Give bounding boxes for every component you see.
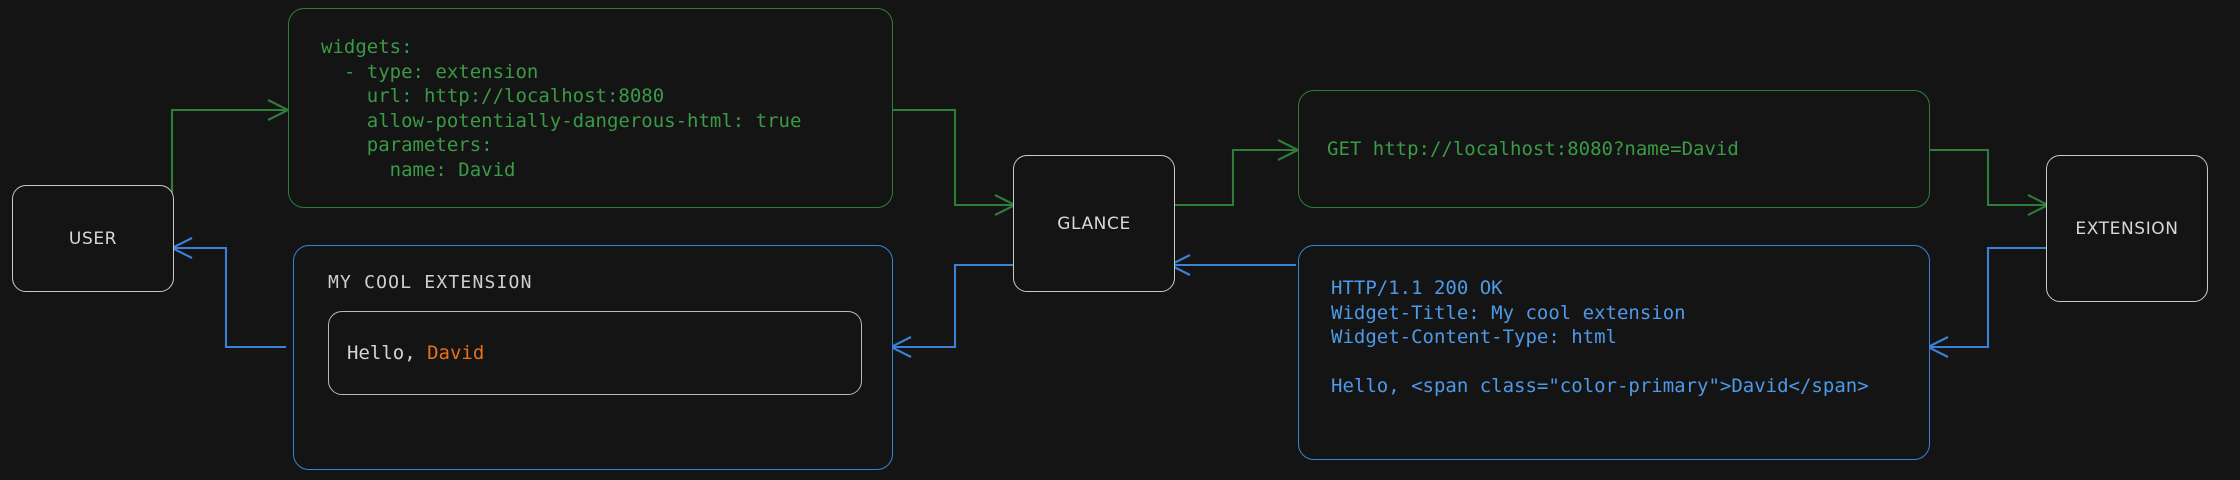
widget-greeting: Hello, David <box>347 342 484 364</box>
node-user-label: USER <box>68 228 118 249</box>
node-user[interactable]: USER <box>12 185 174 292</box>
widget-greeting-name: David <box>427 342 485 364</box>
config-yaml-code: widgets: - type: extension url: http://l… <box>321 36 802 181</box>
widget-preview-title: MY COOL EXTENSION <box>328 272 533 293</box>
config-yaml-box[interactable]: widgets: - type: extension url: http://l… <box>288 8 893 208</box>
http-request-box[interactable]: GET http://localhost:8080?name=David <box>1298 90 1930 208</box>
widget-preview-content: Hello, David <box>328 311 862 395</box>
node-glance[interactable]: GLANCE <box>1013 155 1175 292</box>
http-request-code: GET http://localhost:8080?name=David <box>1327 137 1739 160</box>
widget-preview-box[interactable]: MY COOL EXTENSION Hello, David <box>293 245 893 470</box>
http-response-box[interactable]: HTTP/1.1 200 OK Widget-Title: My cool ex… <box>1298 245 1930 460</box>
node-extension-label: EXTENSION <box>2075 218 2179 239</box>
node-glance-label: GLANCE <box>1057 213 1131 234</box>
widget-greeting-prefix: Hello, <box>347 342 428 364</box>
node-extension[interactable]: EXTENSION <box>2046 155 2208 302</box>
http-response-code: HTTP/1.1 200 OK Widget-Title: My cool ex… <box>1331 277 1869 397</box>
